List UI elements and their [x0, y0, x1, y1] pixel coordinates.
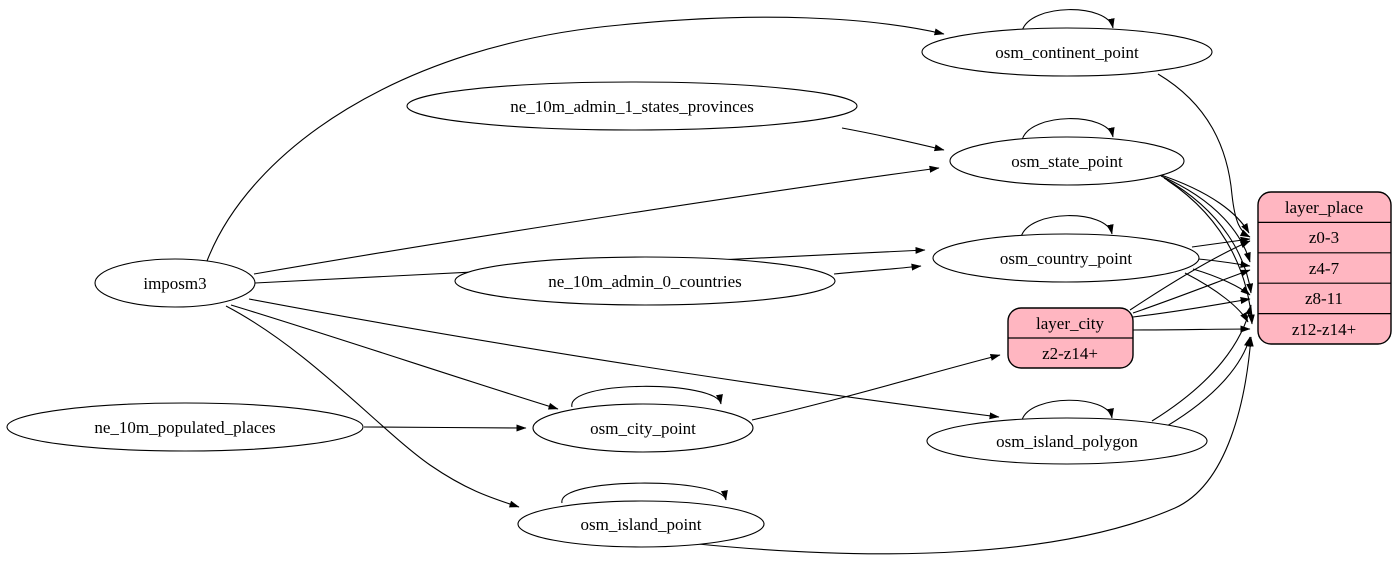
record-layer_place-shape: [1257, 191, 1392, 345]
node-ne_10m_admin_0_countries-label: ne_10m_admin_0_countries: [548, 272, 742, 291]
node-osm_country_point-label: osm_country_point: [1000, 249, 1132, 268]
edge-layer_city-layer_place-z0-3: [1129, 240, 1251, 311]
record-layer_place-title: layer_place: [1285, 198, 1363, 217]
edge-layer_city-layer_place-z12-z14: [1132, 325, 1251, 333]
record-layer_city-title: layer_city: [1036, 314, 1104, 333]
edge-imposm3-osm_state_point: [253, 165, 940, 275]
node-osm_country_point-shape: [932, 233, 1200, 283]
edge-osm_state_point-layer_place-z0-3: [1157, 173, 1250, 234]
edge-osm_state_point-layer_place-z4-7: [1160, 175, 1251, 263]
self-loop-osm_island_point: [561, 482, 728, 504]
edge-layer_city-layer_place-z8-11: [1132, 297, 1251, 318]
node-osm_continent_point-label: osm_continent_point: [995, 43, 1139, 62]
self-loop-osm_state_point: [1021, 118, 1115, 141]
edge-ne_10m_admin_0_countries-osm_country_point: [833, 263, 922, 275]
edge-osm_country_point-layer_place-z0-3: [1191, 236, 1251, 248]
node-ne_10m_admin_0_countries-shape: [454, 256, 836, 306]
node-ne_10m_admin_1_states_provinces-label: ne_10m_admin_1_states_provinces: [510, 97, 754, 116]
edge-layer_city-layer_place-z4-7: [1132, 269, 1251, 314]
record-layer_place: layer_place z0-3 z4-7 z8-11 z12-z14+: [1257, 191, 1392, 345]
edge-layer: [206, 9, 1255, 555]
edge-osm_continent_point-layer_place-z0-3: [1157, 73, 1251, 238]
node-osm_city_point-shape: [532, 403, 754, 453]
edge-imposm3-osm_island_point: [225, 305, 520, 508]
self-loop-osm_country_point: [1020, 215, 1114, 238]
record-layer_place-row-z12-z14: z12-z14+: [1292, 320, 1356, 339]
node-osm_state_point: osm_state_point: [949, 136, 1185, 186]
node-osm_continent_point: osm_continent_point: [921, 27, 1213, 77]
self-loop-osm_continent_point: [1021, 9, 1115, 32]
node-osm_city_point: osm_city_point: [532, 403, 754, 453]
node-osm_city_point-label: osm_city_point: [590, 419, 696, 438]
node-osm_state_point-shape: [949, 136, 1185, 186]
node-osm_continent_point-shape: [921, 27, 1213, 77]
node-ne_10m_admin_1_states_provinces-shape: [406, 81, 858, 131]
node-ne_10m_admin_0_countries: ne_10m_admin_0_countries: [454, 256, 836, 306]
node-imposm3-label: imposm3: [143, 274, 206, 293]
node-osm_island_point-shape: [517, 500, 765, 548]
node-osm_island_polygon-label: osm_island_polygon: [996, 432, 1138, 451]
record-layer_place-row-z4-7: z4-7: [1309, 259, 1340, 278]
edge-osm_state_point-layer_place-z8-11: [1163, 177, 1254, 294]
edge-ne_10m_admin_1_states_provinces-osm_state_point: [841, 127, 945, 152]
node-osm_state_point-label: osm_state_point: [1011, 152, 1123, 171]
node-ne_10m_populated_places: ne_10m_populated_places: [6, 402, 364, 452]
record-layer_city: layer_city z2-z14+: [1007, 307, 1134, 369]
edge-imposm3-osm_island_polygon: [248, 298, 1000, 420]
node-osm_island_polygon: osm_island_polygon: [926, 417, 1208, 465]
self-loop-osm_city_point: [571, 385, 723, 408]
edge-osm_island_polygon-layer_place-z12-z14: [1166, 336, 1251, 427]
node-osm_island_point-label: osm_island_point: [581, 515, 702, 534]
edge-ne_10m_populated_places-osm_city_point: [363, 424, 527, 432]
node-osm_island_polygon-shape: [926, 417, 1208, 465]
edge-osm_island_polygon-layer_place-z8-11: [1151, 304, 1253, 422]
edge-osm_country_point-layer_place-z4-7: [1197, 258, 1251, 268]
edge-osm_city_point-layer_city-z2-z14: [751, 353, 1001, 421]
edge-osm_country_point-layer_place-z8-11: [1192, 268, 1251, 296]
edge-osm_country_point-layer_place-z12-z14: [1184, 272, 1249, 323]
node-ne_10m_populated_places-shape: [6, 402, 364, 452]
node-ne_10m_populated_places-label: ne_10m_populated_places: [94, 418, 275, 437]
edge-imposm3-osm_continent_point: [206, 16, 945, 262]
self-loop-osm_island_polygon: [1021, 399, 1114, 421]
node-osm_country_point: osm_country_point: [932, 233, 1200, 283]
node-osm_island_point: osm_island_point: [517, 500, 765, 548]
edge-osm_island_point-layer_place-z12-z14: [697, 336, 1254, 555]
record-layer_place-row-z8-11: z8-11: [1305, 289, 1343, 308]
node-imposm3: imposm3: [94, 258, 256, 308]
record-layer_place-row-z0-3: z0-3: [1309, 228, 1339, 247]
edge-imposm3-osm_city_point: [230, 304, 559, 410]
node-imposm3-shape: [94, 258, 256, 308]
node-ne_10m_admin_1_states_provinces: ne_10m_admin_1_states_provinces: [406, 81, 858, 131]
record-layer_city-row-z2-z14: z2-z14+: [1042, 344, 1098, 363]
